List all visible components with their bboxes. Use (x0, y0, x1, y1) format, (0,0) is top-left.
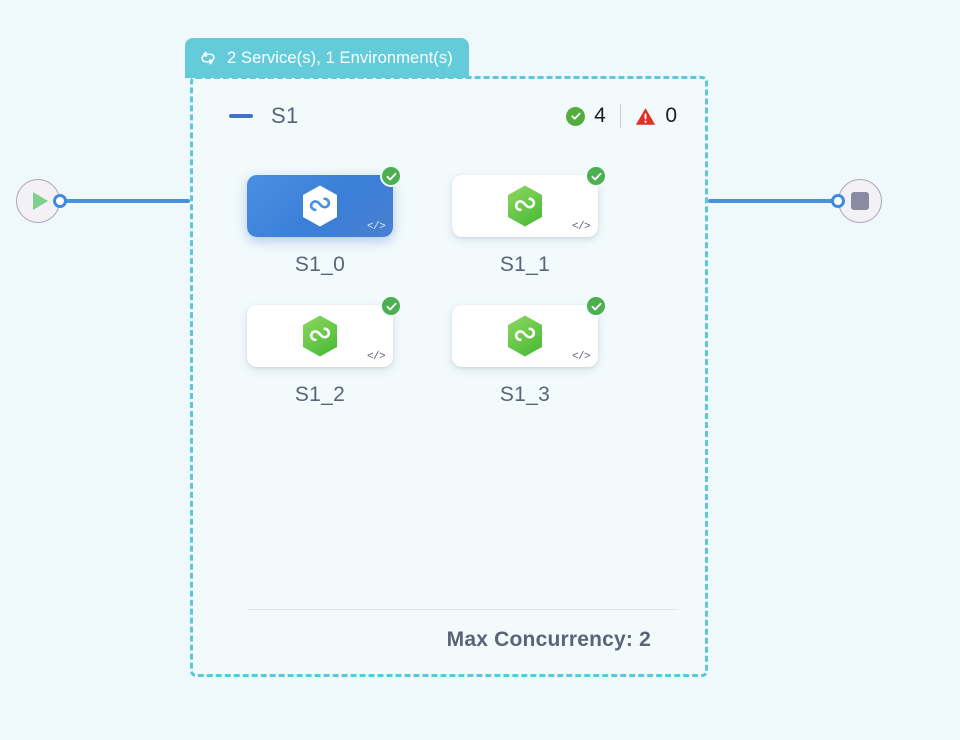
check-circle-icon (566, 106, 586, 126)
hexagon-infinity-icon (303, 185, 337, 227)
group-title: S1 (271, 103, 299, 128)
start-node[interactable] (16, 179, 60, 223)
status-divider (619, 104, 622, 128)
group-footer: Max Concurrency: 2 (193, 608, 705, 653)
check-circle-icon (380, 165, 402, 187)
service-node-s1-1[interactable]: </> (452, 165, 607, 237)
group-header-row: S1 4 0 (193, 79, 705, 153)
minus-icon[interactable] (229, 114, 253, 118)
node-label: S1_2 (294, 383, 346, 406)
code-icon: </> (571, 221, 591, 233)
end-node-input-port[interactable] (831, 194, 845, 208)
service-node-s1-2[interactable]: </> (247, 295, 402, 367)
warning-triangle-icon (636, 107, 656, 125)
group-badge-label: 2 Service(s), 1 Environment(s) (227, 48, 453, 67)
code-icon: </> (366, 221, 386, 233)
status-success: 4 (566, 104, 606, 128)
service-group-container[interactable]: S1 4 0 (190, 76, 708, 677)
edge-start-to-group (62, 199, 190, 203)
node-label: S1_1 (499, 253, 551, 276)
max-concurrency-label: Max Concurrency: 2 (446, 628, 651, 651)
node-label: S1_0 (294, 253, 346, 276)
group-status-summary: 4 0 (566, 104, 677, 128)
service-node-s1-3[interactable]: </> (452, 295, 607, 367)
footer-divider (247, 608, 677, 610)
node-cell: </> S1_3 (452, 295, 657, 407)
stop-icon (851, 192, 869, 210)
play-icon (32, 192, 48, 210)
loop-repeat-icon (201, 51, 215, 65)
service-node-s1-0[interactable]: </> (247, 165, 402, 237)
hexagon-infinity-icon (508, 185, 542, 227)
group-header-badge[interactable]: 2 Service(s), 1 Environment(s) (185, 38, 469, 78)
hexagon-infinity-icon (508, 315, 542, 357)
status-error-count: 0 (665, 104, 677, 127)
node-label: S1_3 (499, 383, 551, 406)
node-cell: </> S1_0 (247, 165, 452, 277)
status-success-count: 4 (594, 104, 606, 127)
code-icon: </> (571, 351, 591, 363)
check-circle-icon (585, 295, 607, 317)
node-grid: </> S1_0 (193, 165, 705, 407)
edge-group-to-end (708, 199, 840, 203)
node-cell: </> S1_2 (247, 295, 452, 407)
node-cell: </> S1_1 (452, 165, 657, 277)
code-icon: </> (366, 351, 386, 363)
start-node-output-port[interactable] (53, 194, 67, 208)
check-circle-icon (585, 165, 607, 187)
hexagon-infinity-icon (303, 315, 337, 357)
check-circle-icon (380, 295, 402, 317)
status-error: 0 (635, 104, 677, 128)
